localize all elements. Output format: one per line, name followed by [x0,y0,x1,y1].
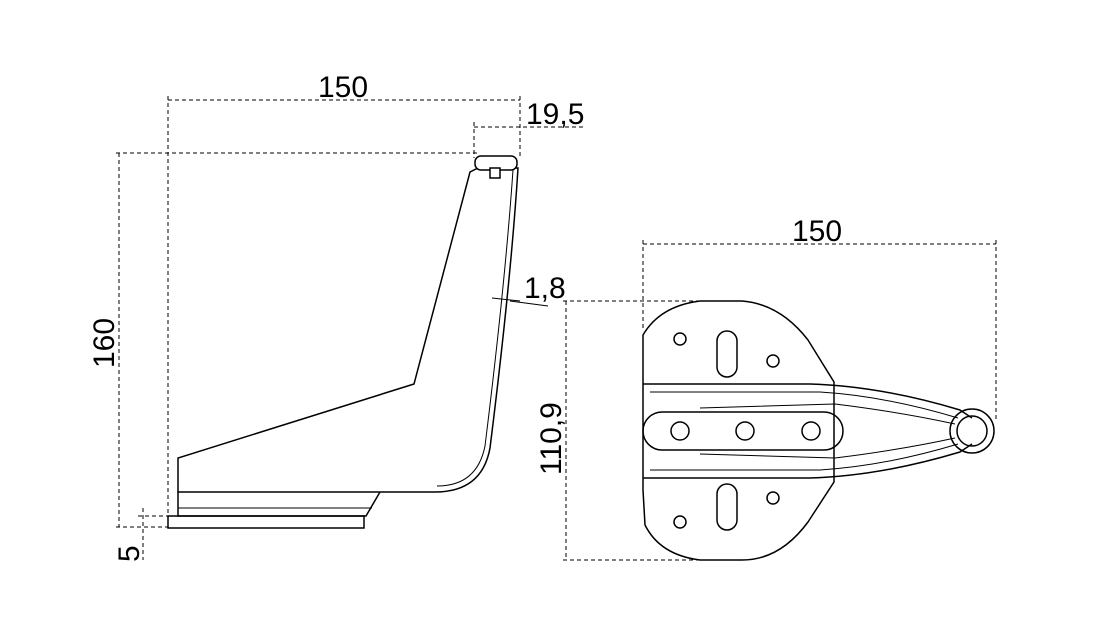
side-width-label: 150 [318,71,368,104]
side-offset-label: 19,5 [526,98,584,131]
center-hole-3 [801,421,821,441]
side-height-label: 160 [88,318,121,368]
center-hole-1 [670,421,690,441]
mounting-slot-bottom [716,483,738,531]
mounting-hole-top-left [673,332,687,346]
top-arm-inner [650,391,959,471]
mounting-slot-top [716,330,738,378]
thickness-label: 1,8 [524,272,566,305]
top-arm-taper [699,403,956,459]
top-height-label: 110,9 [535,402,568,475]
base-foot [177,491,381,517]
base-plate [167,515,365,529]
top-base-plate [642,300,835,561]
side-base-label: 5 [113,545,146,562]
arm-tip-hole [956,415,988,447]
thickness-dimension: 1,8 [491,272,566,307]
center-slot [642,411,844,451]
arm-tip-ring [949,408,995,454]
bolt-shank [489,167,501,179]
top-view: 150 110,9 [535,215,997,561]
side-view: 150 19,5 160 5 [88,71,586,562]
bracket-side-inner-edge [436,169,514,487]
thickness-arrow-right [509,300,549,307]
bracket-side-profile [177,167,519,493]
mounting-hole-bottom-left [673,515,687,529]
mounting-hole-bottom-right [766,491,780,505]
thickness-arrow-left [491,297,521,302]
top-arm-outline [643,383,973,479]
center-hole-2 [735,421,755,441]
top-width-label: 150 [792,215,842,248]
mounting-hole-top-right [766,354,780,368]
